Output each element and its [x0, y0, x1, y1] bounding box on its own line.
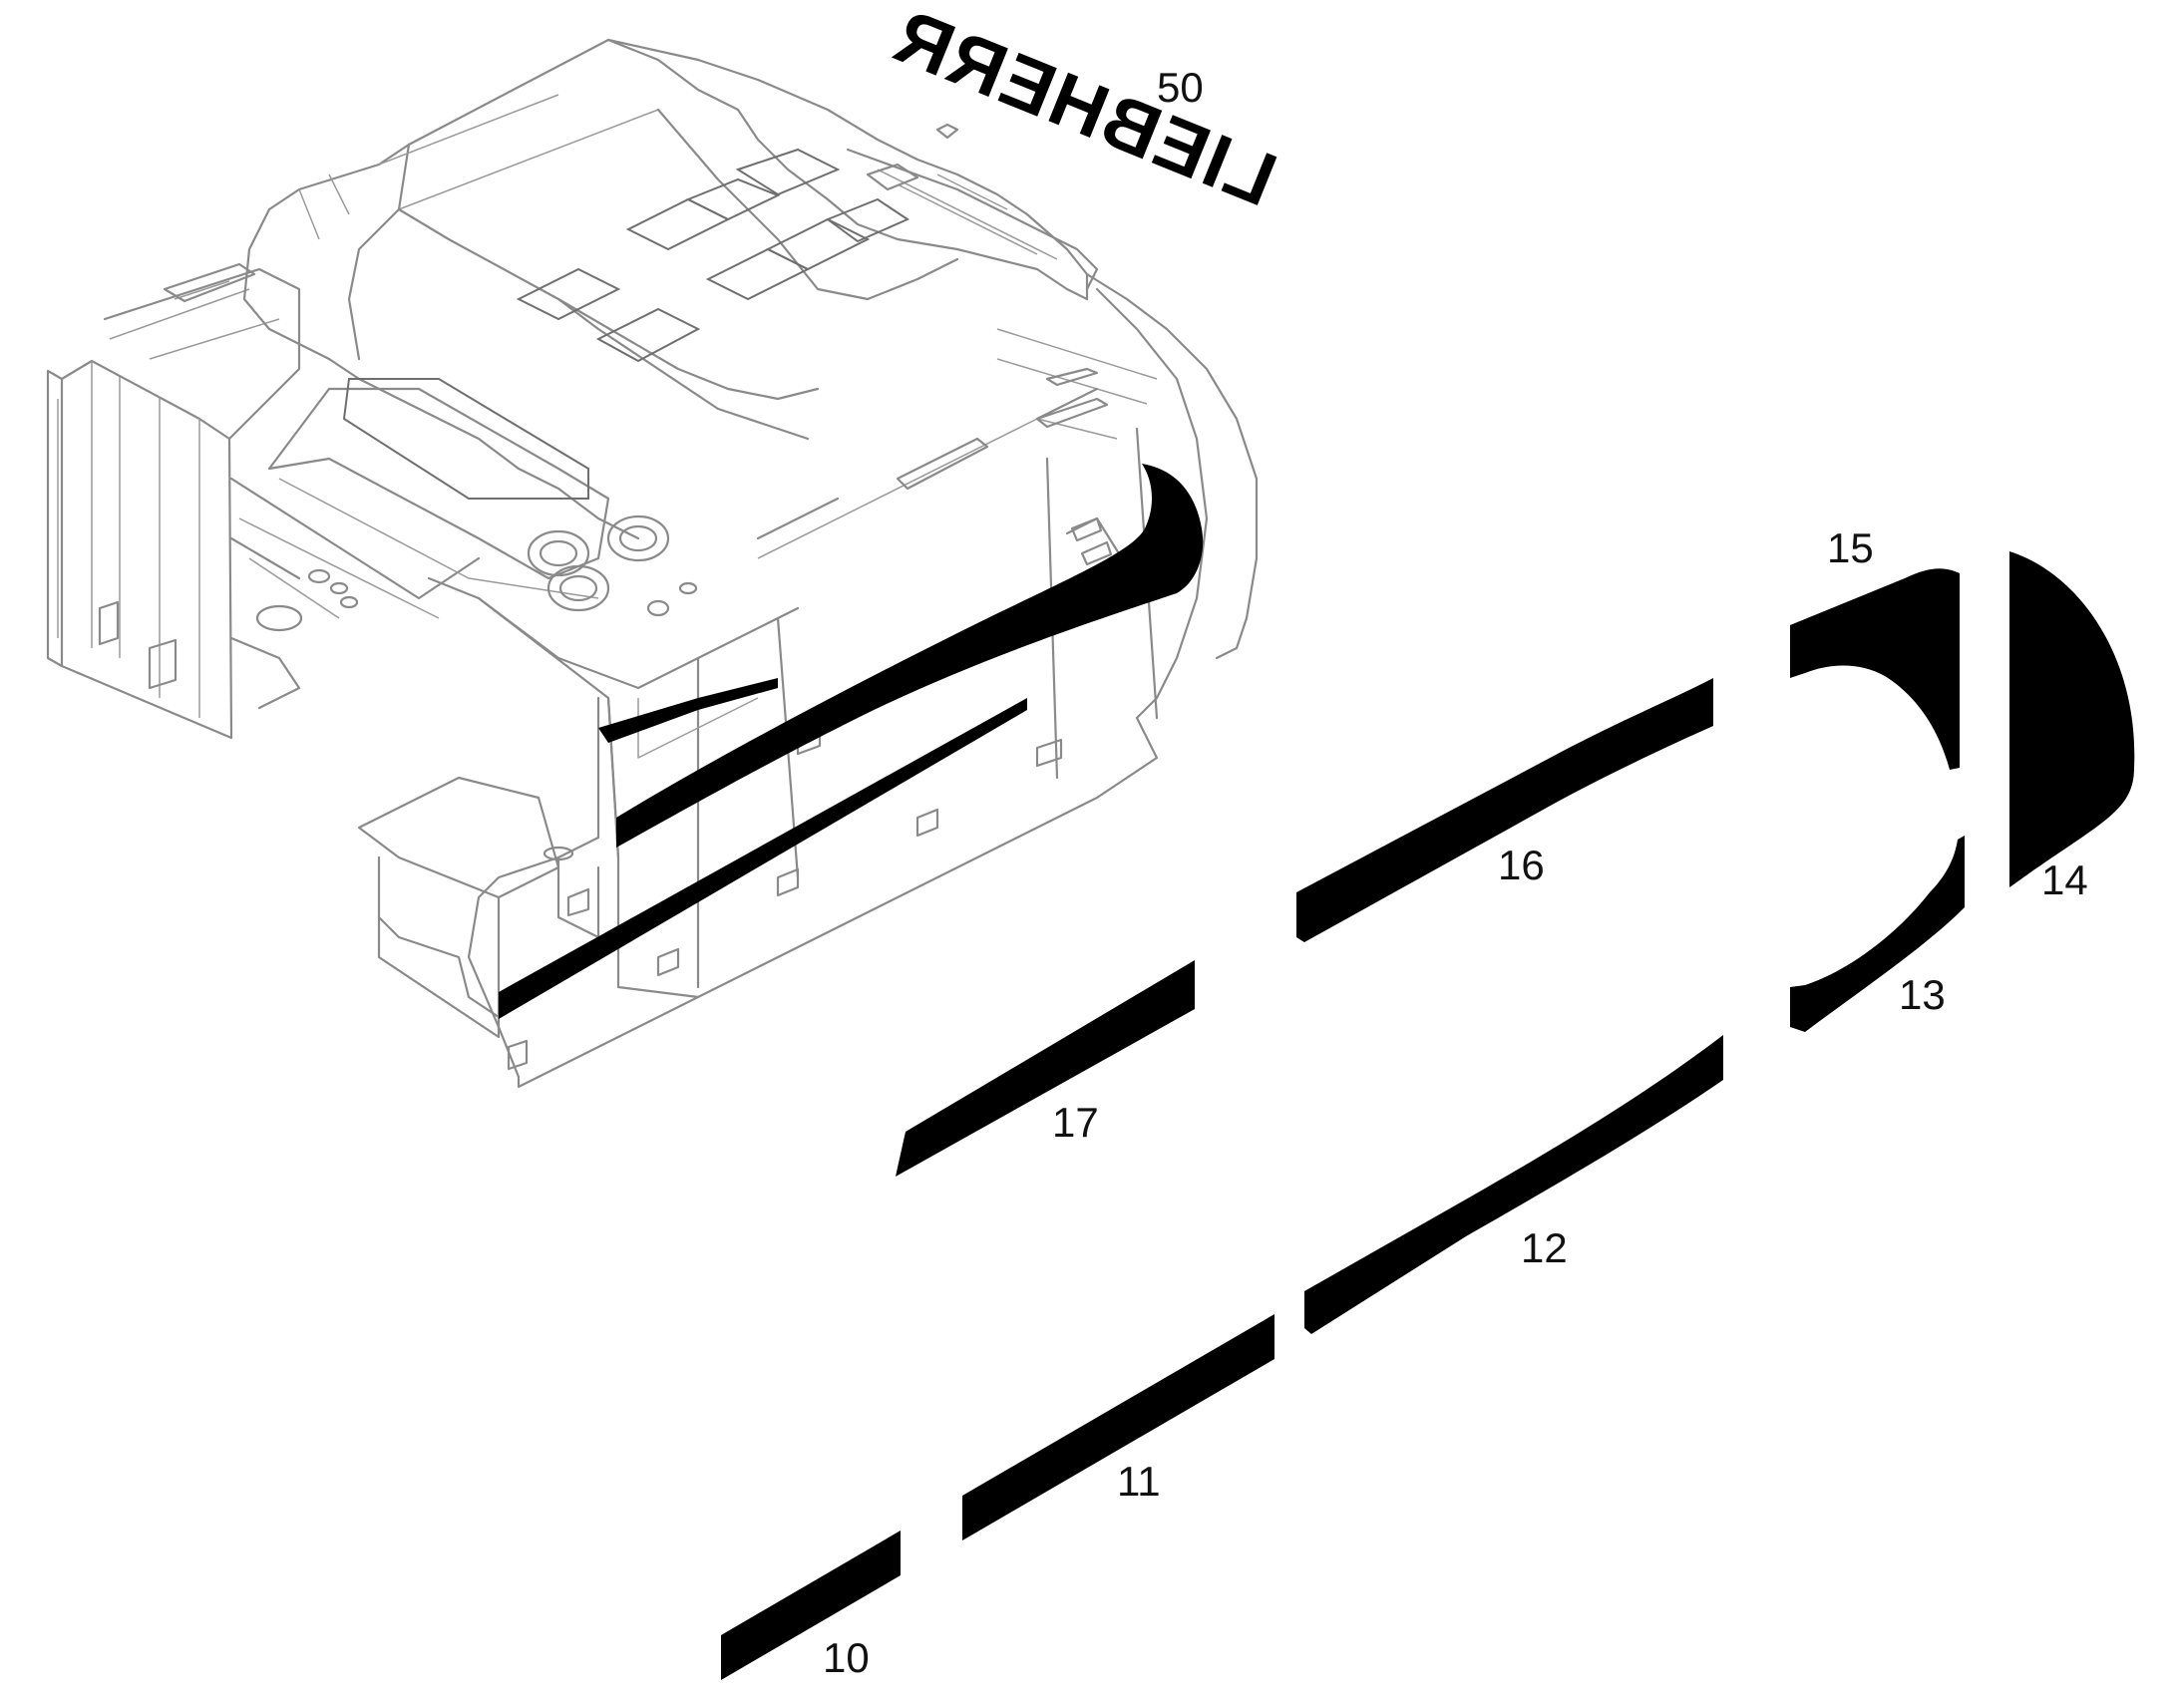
callout-50: 50: [1157, 64, 1204, 111]
liebherr-logo-text: LIEBHERR: [882, 0, 1287, 223]
liebherr-logo-decal: LIEBHERR: [882, 0, 1287, 223]
decal-14: [2009, 551, 2135, 887]
callout-16: 16: [1498, 842, 1545, 888]
decal-15: [1790, 568, 1960, 770]
callout-11: 11: [1117, 1458, 1161, 1505]
callout-15: 15: [1827, 524, 1874, 571]
decal-16: [1296, 678, 1713, 942]
callout-14: 14: [2041, 856, 2088, 903]
decal-17: [896, 960, 1195, 1177]
callout-10: 10: [823, 1634, 870, 1681]
decal-10: [721, 1531, 901, 1680]
decal-12: [1304, 1035, 1723, 1334]
decal-11: [962, 1314, 1274, 1540]
callout-17: 17: [1052, 1099, 1099, 1146]
callout-13: 13: [1899, 971, 1946, 1018]
machine-housing: [46, 38, 1259, 1089]
decal-13: [1790, 836, 1965, 1032]
callout-12: 12: [1521, 1224, 1568, 1271]
